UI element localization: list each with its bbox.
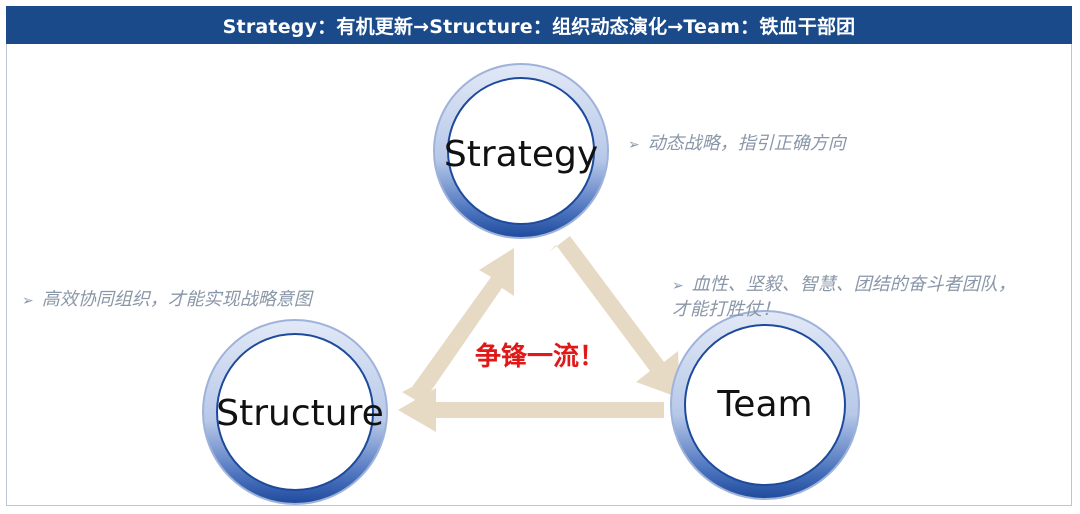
arrows bbox=[398, 236, 680, 432]
node-strategy: Strategy bbox=[433, 63, 609, 239]
center-slogan: 争锋一流！ bbox=[474, 342, 605, 372]
page-title: Strategy：有机更新→Structure：组织动态演化→Team：铁血干部… bbox=[222, 15, 856, 38]
note-strategy: ➢ 动态战略，指引正确方向 bbox=[628, 132, 846, 157]
arrow-team-to-structure bbox=[398, 388, 664, 432]
node-label-team: Team bbox=[716, 384, 812, 425]
bullet-arrow-icon: ➢ bbox=[672, 278, 684, 294]
arrow-strategy-to-team bbox=[549, 236, 680, 398]
title-bar: Strategy：有机更新→Structure：组织动态演化→Team：铁血干部… bbox=[6, 6, 1072, 44]
node-label-structure: Structure bbox=[216, 393, 383, 434]
node-team: Team bbox=[670, 310, 860, 500]
bullet-arrow-icon: ➢ bbox=[22, 293, 34, 309]
note-team-text-line1: 血性、坚毅、智慧、团结的奋斗者团队， bbox=[691, 274, 1016, 295]
node-structure: Structure bbox=[202, 319, 388, 505]
note-team: ➢ 血性、坚毅、智慧、团结的奋斗者团队， 才能打胜仗！ bbox=[672, 273, 1016, 322]
note-strategy-text: 动态战略，指引正确方向 bbox=[647, 133, 846, 154]
arrow-structure-to-strategy bbox=[402, 248, 514, 404]
node-label-strategy: Strategy bbox=[444, 134, 598, 175]
note-team-text-line2: 才能打胜仗！ bbox=[672, 299, 780, 320]
note-structure-text: 高效协同组织，才能实现战略意图 bbox=[41, 289, 312, 310]
bullet-arrow-icon: ➢ bbox=[628, 137, 640, 153]
note-structure: ➢ 高效协同组织，才能实现战略意图 bbox=[22, 288, 312, 313]
